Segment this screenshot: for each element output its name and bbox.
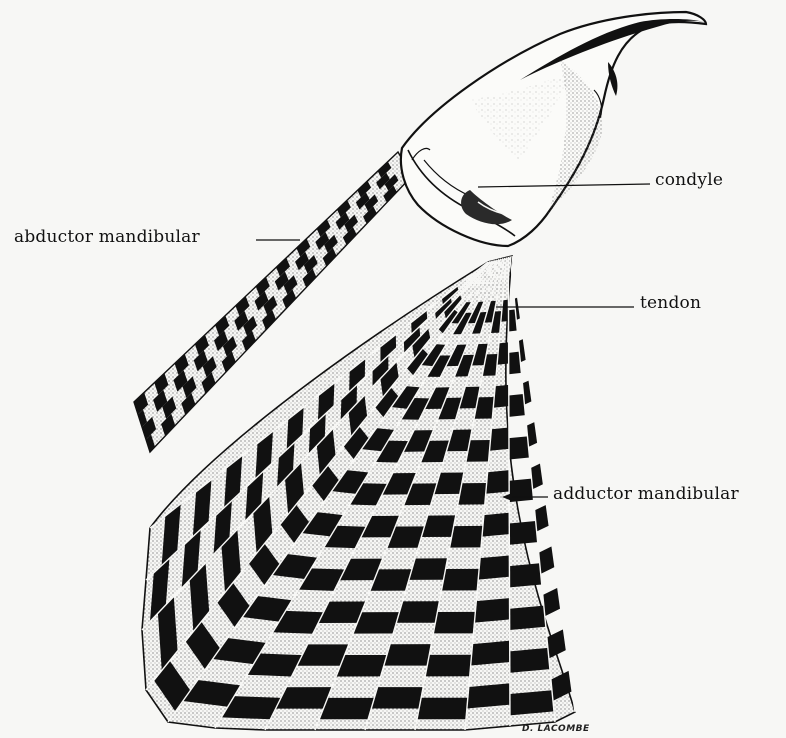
fan-band [478, 555, 509, 579]
fan-band [417, 698, 468, 719]
fan-band [458, 483, 487, 505]
fan-band [384, 644, 432, 666]
fan-band [510, 606, 546, 630]
fan-band [396, 601, 439, 623]
adductor-mandibular-label: adductor mandibular [553, 484, 739, 504]
mandible-claw [401, 12, 706, 246]
fan-band [509, 436, 530, 459]
fan-band [467, 683, 510, 708]
fan-band [490, 427, 510, 450]
fan-band [471, 641, 510, 666]
fan-band [509, 479, 533, 502]
fan-band [441, 569, 479, 591]
fan-band [474, 598, 509, 623]
abductor-mandibular-label: abductor mandibular [14, 227, 200, 247]
fan-band [509, 563, 541, 587]
fan-band [433, 612, 475, 634]
fan-band [319, 698, 374, 719]
fan-band [509, 394, 526, 417]
fan-band [482, 513, 509, 537]
fan-band [450, 526, 483, 548]
condyle-label: condyle [655, 170, 723, 190]
tendon-label: tendon [640, 293, 701, 313]
fan-band [425, 655, 471, 677]
fan-band [509, 521, 537, 545]
artist-signature: D. LACOMBE [522, 724, 590, 734]
fan-band [371, 687, 423, 708]
fan-band [486, 470, 509, 494]
adductor-muscle-fan [142, 256, 575, 730]
fan-band [510, 648, 550, 673]
fan-band [510, 690, 554, 715]
